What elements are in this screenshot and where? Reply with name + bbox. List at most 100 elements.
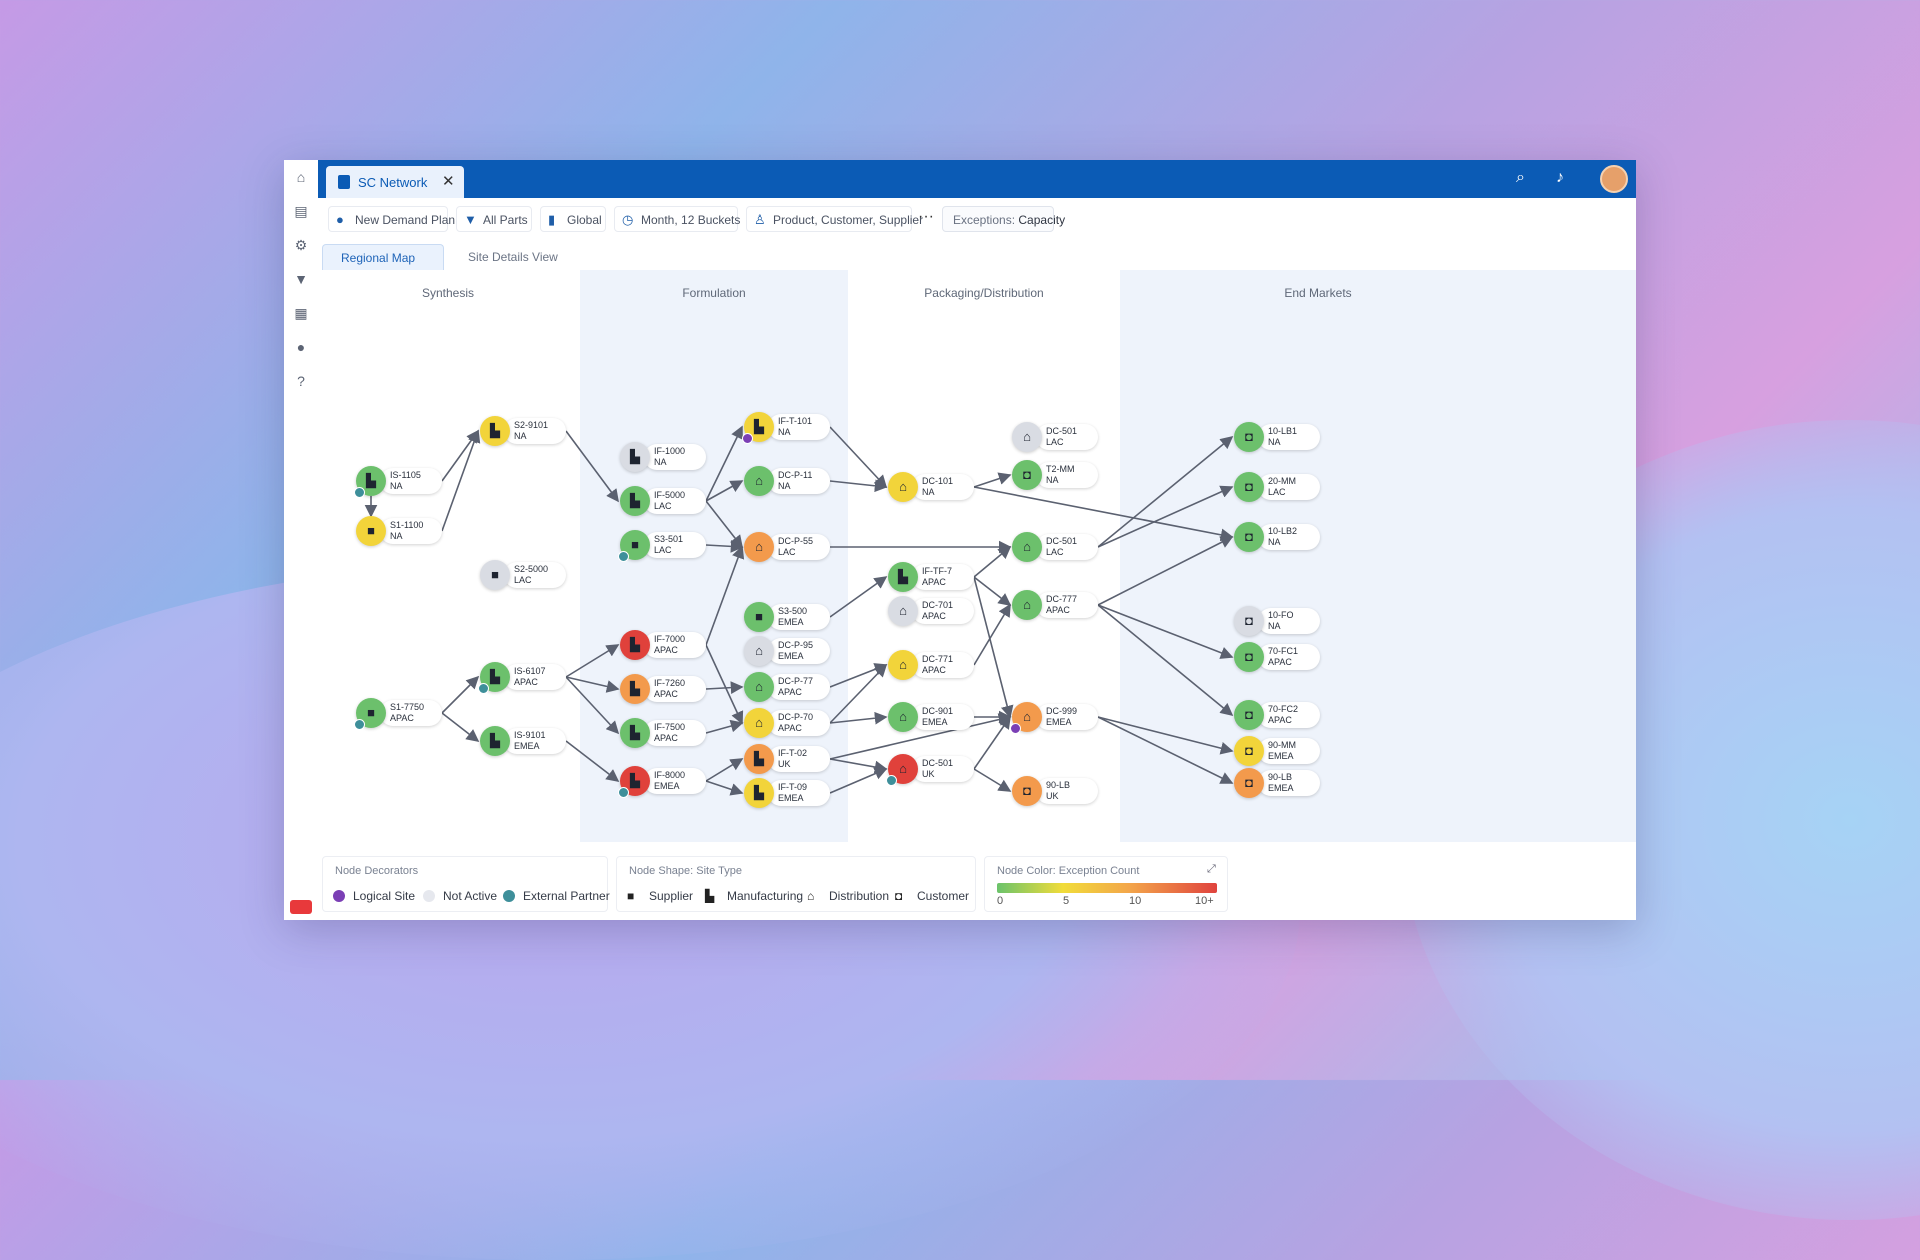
- node-status-circle: [1012, 590, 1042, 620]
- calendar-icon[interactable]: ▦: [294, 305, 308, 321]
- node-label-pill: [644, 768, 706, 794]
- warehouse-icon: ⌂: [899, 657, 907, 672]
- edge-P7-E5: [1097, 604, 1234, 659]
- store-icon: ◘: [1245, 529, 1253, 544]
- node-status-circle: [888, 596, 918, 626]
- all-parts-button[interactable]: ▼All Parts: [456, 206, 532, 232]
- chat-icon[interactable]: ●: [296, 339, 306, 355]
- tab-sc-network[interactable]: SC Network ✕: [326, 166, 464, 198]
- node-site-id: S2-5000: [514, 564, 549, 574]
- edge-F7-F15: [705, 758, 744, 782]
- search-icon[interactable]: ⌕: [1516, 169, 1525, 186]
- home-icon[interactable]: ⌂: [296, 169, 306, 185]
- node-region: APAC: [778, 687, 802, 697]
- edge-S6-F6: [565, 676, 620, 735]
- help-icon[interactable]: ?: [297, 373, 305, 389]
- more-options-button[interactable]: ···: [918, 208, 934, 225]
- node-label-pill: [1036, 592, 1098, 618]
- external-partner-dot: [618, 787, 629, 798]
- exceptions-filter[interactable]: Exceptions: Capacity: [942, 206, 1065, 232]
- node-label-pill: [504, 728, 566, 754]
- node-status-circle: [744, 636, 774, 666]
- not-active-dot: [423, 890, 435, 902]
- document-icon[interactable]: ▤: [294, 203, 308, 219]
- node-site-id: S3-501: [654, 534, 684, 544]
- new-demand-plan-button[interactable]: ●New Demand Plan: [328, 206, 455, 232]
- node-label-pill: [504, 664, 566, 690]
- factory-icon: ▙: [490, 423, 500, 438]
- node-label-pill: [644, 488, 706, 514]
- tab-regional-map[interactable]: Regional Map: [322, 244, 444, 270]
- node-region: APAC: [922, 611, 946, 621]
- time-buckets-button[interactable]: ◷Month, 12 Buckets: [614, 206, 740, 232]
- expand-legend-icon[interactable]: ⤢: [1207, 863, 1216, 875]
- node-region: EMEA: [778, 793, 804, 803]
- node-site-id: 20-MM: [1268, 476, 1297, 486]
- filter-icon[interactable]: ▼: [294, 271, 308, 287]
- node-site-id: DC-P-77: [778, 676, 814, 686]
- node-region: NA: [1268, 621, 1281, 631]
- close-icon[interactable]: ✕: [442, 173, 455, 190]
- hierarchy-button[interactable]: ♙Product, Customer, Supplier: [746, 206, 923, 232]
- node-site-id: IF-8000: [654, 770, 686, 780]
- node-label-pill: [504, 418, 566, 444]
- node-site-id: 90-LB: [1268, 772, 1293, 782]
- node-label-pill: [380, 518, 442, 544]
- edge-P11-P10: [973, 715, 1011, 770]
- node-site-id: DC-P-95: [778, 640, 814, 650]
- edge-F4-F10: [705, 545, 745, 646]
- global-button[interactable]: ▮Global: [540, 206, 606, 232]
- avatar[interactable]: [1600, 165, 1628, 193]
- tab-site-details-view[interactable]: Site Details View: [468, 250, 558, 264]
- node-status-circle: [620, 630, 650, 660]
- settings-icon[interactable]: ⚙: [294, 237, 308, 253]
- node-site-id: DC-777: [1046, 594, 1078, 604]
- node-region: NA: [390, 531, 403, 541]
- bell-icon[interactable]: ♪: [1556, 169, 1564, 186]
- node-status-circle: [480, 560, 510, 590]
